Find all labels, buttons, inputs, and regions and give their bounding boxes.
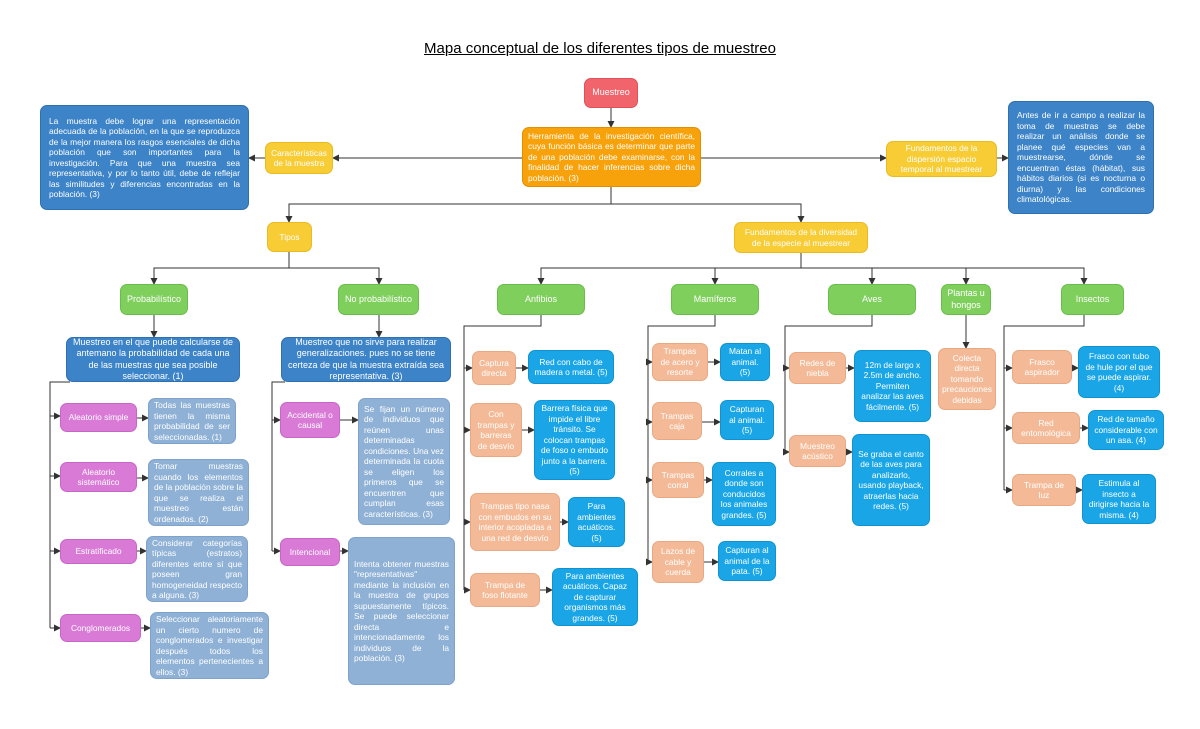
edge-diversidad-insectos <box>966 267 1088 285</box>
node-trampas-barreras: Con trampas y barreras de desvío <box>470 403 522 457</box>
node-definition: Herramienta de la investigación científi… <box>522 127 701 187</box>
edge-noprob-subtypes <box>271 381 285 551</box>
edge-aves-methods <box>784 315 873 452</box>
node-frasco: Frasco aspirador <box>1012 350 1072 384</box>
node-red-entomologica-desc: Red de tamaño considerable con un asa. (… <box>1088 410 1164 450</box>
edge-anfibios-methods <box>463 315 542 590</box>
edge-tipos-prob <box>150 252 290 285</box>
node-no-probabilistico-def: Muestreo que no sirve para realizar gene… <box>281 337 451 382</box>
node-fundamentos-diversidad: Fundamentos de la diversidad de la espec… <box>734 222 868 253</box>
node-tipos: Tipos <box>267 222 312 252</box>
node-trampas-acero-desc: Matan al animal. (5) <box>720 343 770 381</box>
diagram-title: Mapa conceptual de los diferentes tipos … <box>424 40 776 57</box>
node-redes-niebla-desc: 12m de largo x 2.5m de ancho. Permiten a… <box>854 350 931 422</box>
node-estratificado-desc: Considerar categorías típicas (estratos)… <box>146 536 248 602</box>
node-trampa-foso-desc: Para ambientes acuáticos. Capaz de captu… <box>552 568 638 626</box>
node-plantas: Plantas u hongos <box>941 284 991 315</box>
node-trampas-barreras-desc: Barrera física que impide el libre tráns… <box>534 400 615 480</box>
node-accidental-desc: Se fijan un número de individuos que reú… <box>358 398 450 525</box>
node-conglomerados: Conglomerados <box>60 614 141 642</box>
node-trampas-acero: Trampas de acero y resorte <box>652 343 708 381</box>
edge-diversidad-plantas <box>872 267 970 285</box>
edge-tipos-noprob <box>289 267 383 285</box>
node-lazos-desc: Capturan al animal de la pata. (5) <box>718 541 776 581</box>
edge-insectos-methods <box>1003 315 1085 490</box>
node-caracteristicas-note: La muestra debe lograr una representació… <box>40 105 249 210</box>
edge-definition-diversidad <box>611 203 805 223</box>
node-trampas-corral-desc: Corrales a donde son conducidos los anim… <box>712 462 776 526</box>
node-trampas-nasa: Trampas tipo nasa con embudos en su inte… <box>470 493 560 551</box>
node-aleatorio-simple: Aleatorio simple <box>60 403 137 432</box>
node-intencional-desc: Intenta obtener muestras "representativa… <box>348 537 455 685</box>
node-aleatorio-sistematico: Aleatorio sistemático <box>60 462 137 492</box>
node-trampas-corral: Trampas corral <box>652 462 704 498</box>
node-probabilistico: Probabilístico <box>120 284 188 315</box>
node-captura-directa: Captura directa <box>472 351 516 385</box>
node-red-entomologica: Red entomológica <box>1012 412 1080 444</box>
edge-definition-tipos <box>285 187 612 223</box>
node-muestreo: Muestreo <box>584 78 638 108</box>
node-estratificado: Estratificado <box>60 539 137 564</box>
node-fundamentos-dispersion: Fundamentos de la dispersión espacio tem… <box>886 141 997 177</box>
node-redes-niebla: Redes de niebla <box>789 352 846 384</box>
node-trampa-luz-desc: Estimula al insecto a dirigirse hacia la… <box>1082 474 1156 524</box>
node-trampas-nasa-desc: Para ambientes acuáticos. (5) <box>568 497 625 547</box>
node-aleatorio-sistematico-desc: Tomar muestras cuando los elementos de l… <box>148 459 249 526</box>
node-intencional: Intencional <box>280 538 340 566</box>
node-anfibios: Anfibios <box>497 284 585 315</box>
node-aleatorio-simple-desc: Todas las muestras tienen la misma proba… <box>148 398 236 444</box>
node-frasco-desc: Frasco con tubo de hule por el que se pu… <box>1078 346 1160 398</box>
node-trampas-caja: Trampas caja <box>652 402 702 440</box>
node-no-probabilistico: No probabilístico <box>338 284 419 315</box>
node-mamiferos: Mamíferos <box>671 284 759 315</box>
node-colecta-directa: Colecta directa tomando precauciones deb… <box>938 348 996 410</box>
node-aves: Aves <box>828 284 916 315</box>
edge-prob-subtypes <box>49 381 70 628</box>
node-caracteristicas: Características de la muestra <box>265 142 333 174</box>
node-conglomerados-desc: Seleccionar aleatoriamente un cierto num… <box>150 612 269 679</box>
edge-diversidad-categories <box>540 253 802 284</box>
edge-mamiferos-methods <box>647 315 716 562</box>
node-fundamentos-dispersion-note: Antes de ir a campo a realizar la toma d… <box>1008 101 1154 214</box>
node-trampa-foso: Trampa de foso flotante <box>470 573 540 607</box>
node-muestreo-acustico-desc: Se graba el canto de las aves para anali… <box>852 434 930 526</box>
node-trampas-caja-desc: Capturan al animal. (5) <box>720 400 774 440</box>
node-trampa-luz: Trampa de luz <box>1012 474 1076 506</box>
node-captura-directa-desc: Red con cabo de madera o metal. (5) <box>528 350 614 384</box>
node-accidental: Accidental o causal <box>280 402 340 438</box>
edge-diversidad-aves <box>801 267 876 285</box>
node-insectos: Insectos <box>1061 284 1124 315</box>
node-probabilistico-def: Muestreo en el que puede calcularse de a… <box>66 337 240 382</box>
node-muestreo-acustico: Muestreo acústico <box>789 435 846 467</box>
node-lazos: Lazos de cable y cuerda <box>652 541 704 583</box>
